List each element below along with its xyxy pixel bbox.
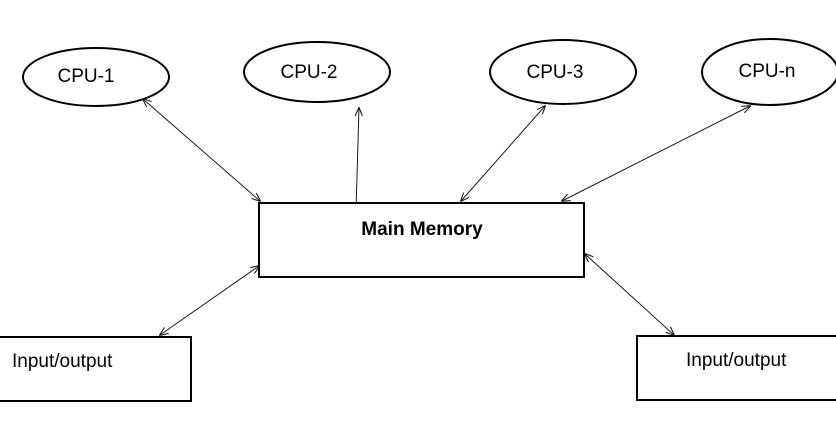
io-label-right: Input/output	[686, 350, 787, 371]
connector-cpu1-memory	[143, 99, 260, 201]
connector-cpu3-memory	[461, 106, 545, 201]
cpu-label-2: CPU-2	[280, 62, 337, 83]
cpu-node-n: CPU-n	[701, 38, 836, 106]
connector-memory-io-left	[160, 266, 259, 335]
cpu-label-1: CPU-1	[57, 66, 114, 87]
connector-cpun-memory	[562, 106, 750, 201]
main-memory-label: Main Memory	[361, 219, 483, 240]
cpu-label-3: CPU-3	[526, 62, 583, 83]
main-memory-box: Main Memory	[258, 202, 585, 278]
cpu-node-2: CPU-2	[243, 41, 391, 103]
cpu-node-1: CPU-1	[22, 47, 170, 107]
io-label-left: Input/output	[12, 351, 113, 372]
cpu-label-n: CPU-n	[738, 61, 795, 82]
cpu-node-3: CPU-3	[489, 39, 637, 105]
connector-memory-io-right	[585, 254, 674, 335]
io-box-right: Input/output	[636, 335, 836, 401]
io-box-left: Input/output	[0, 336, 192, 402]
connector-cpu2-memory	[356, 108, 359, 210]
